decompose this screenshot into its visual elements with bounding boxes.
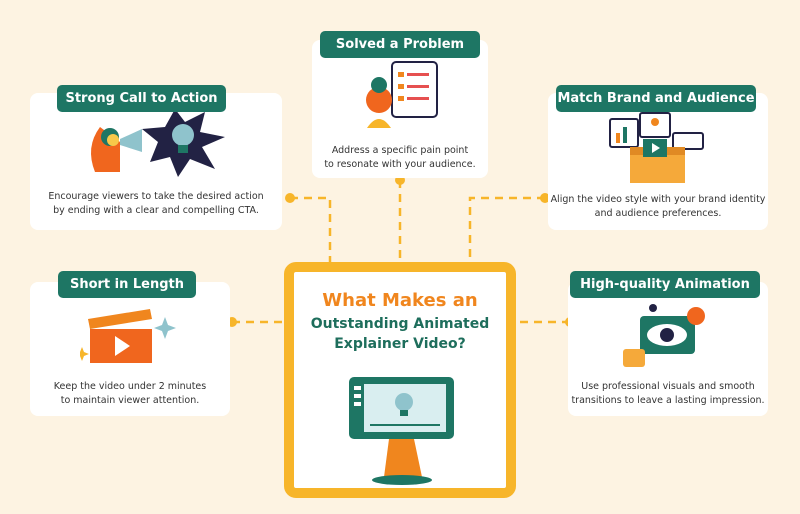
monitor-video-illustration [349, 377, 454, 485]
description-line: Address a specific pain point [331, 145, 469, 156]
description-line: Keep the video under 2 minutes [53, 381, 207, 392]
clapperboard-illustration [80, 309, 176, 363]
card-strong-call-to-action: Encourage viewers to take the desired ac… [30, 93, 282, 230]
brand-box-illustration [609, 112, 704, 183]
description-line: transitions to leave a lasting impressio… [571, 395, 765, 406]
description-line: Align the video style with your brand id… [550, 194, 766, 205]
description-line: to maintain viewer attention. [60, 395, 200, 406]
title-line-1: What Makes an [322, 290, 478, 311]
megaphone-lightbulb-illustration [91, 109, 225, 177]
description-line: Encourage viewers to take the desired ac… [48, 191, 264, 202]
description-line: to resonate with your audience. [324, 159, 476, 170]
card-short-in-length: Keep the video under 2 minutes to mainta… [30, 282, 230, 416]
eye-animation-illustration [623, 304, 705, 367]
card-high-quality-animation: Use professional visuals and smooth tran… [568, 282, 768, 416]
title-line-3: Explainer Video? [334, 336, 466, 352]
checklist-illustration [366, 61, 438, 128]
card-solved-a-problem: Address a specific pain point to resonat… [312, 40, 488, 178]
label-short-in-length: Short in Length [58, 271, 196, 298]
description-line: by ending with a clear and compelling CT… [53, 205, 259, 216]
label-high-quality-animation: High-quality Animation [570, 271, 760, 298]
label-match-brand-and-audience: Match Brand and Audience [556, 85, 756, 112]
card-match-brand-and-audience: Align the video style with your brand id… [548, 93, 768, 230]
title-line-2: Outstanding Animated [310, 316, 490, 332]
label-solved-a-problem: Solved a Problem [320, 31, 480, 58]
label-strong-call-to-action: Strong Call to Action [57, 85, 226, 112]
description-line: Use professional visuals and smooth [581, 381, 755, 392]
central-title-box: What Makes an Outstanding Animated Expla… [284, 262, 516, 498]
description-line: and audience preferences. [594, 208, 722, 219]
